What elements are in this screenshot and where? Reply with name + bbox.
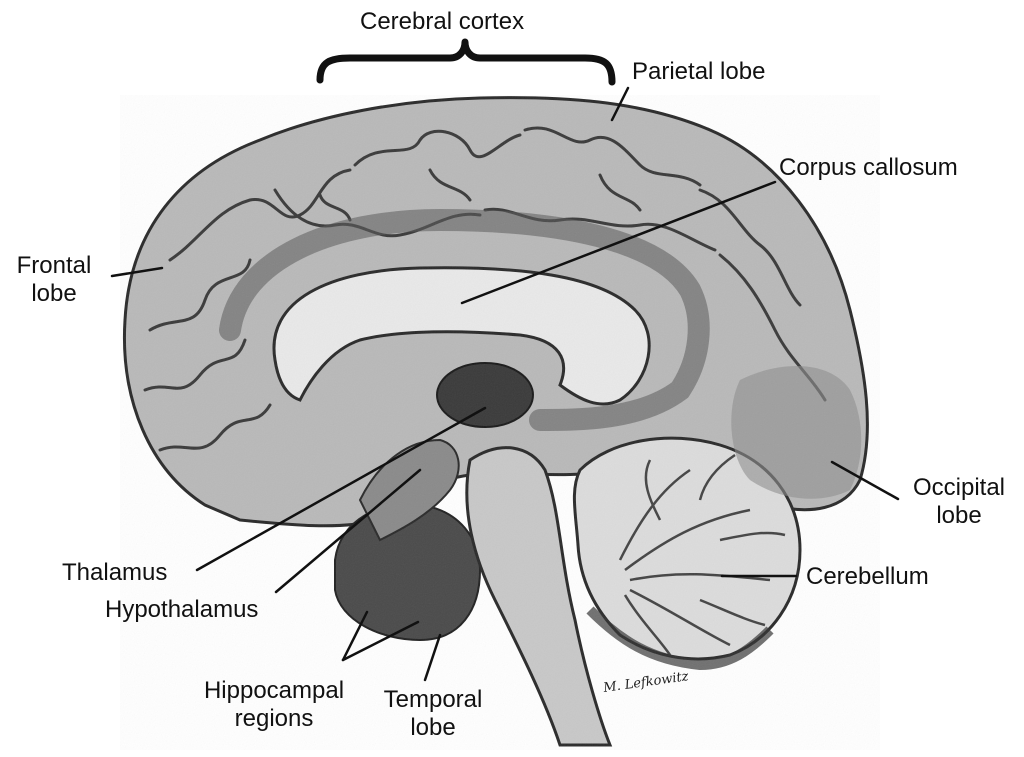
leader-lines — [110, 86, 900, 682]
leader-parietal — [610, 86, 630, 122]
label-hypothalamus: Hypothalamus — [105, 596, 259, 623]
label-occipital-lobe-line2: lobe — [936, 502, 982, 529]
label-frontal-lobe-line2: lobe — [31, 280, 77, 307]
label-temporal-lobe-line2: lobe — [410, 714, 456, 741]
label-hippocampal-regions: Hippocampal regions — [188, 677, 360, 733]
label-temporal-lobe-line1: Temporal — [383, 686, 483, 713]
label-occipital-lobe-line1: Occipital — [912, 474, 1006, 501]
leader-hippocampal-a — [341, 610, 369, 662]
label-parietal-lobe: Parietal lobe — [632, 58, 766, 85]
label-occipital-lobe: Occipital lobe — [900, 474, 1018, 530]
leader-temporal — [423, 633, 442, 682]
leader-frontal — [110, 266, 164, 278]
leader-hippocampal-b — [341, 620, 420, 662]
label-frontal-lobe: Frontal lobe — [6, 252, 102, 308]
label-frontal-lobe-line1: Frontal — [16, 252, 92, 279]
label-cerebral-cortex: Cerebral cortex — [360, 8, 525, 35]
label-hippocampal-line2: regions — [234, 705, 314, 732]
cerebral-cortex-brace — [316, 38, 616, 86]
leader-occipital — [830, 460, 900, 501]
label-thalamus: Thalamus — [62, 559, 168, 586]
label-corpus-callosum: Corpus callosum — [779, 154, 958, 181]
leader-corpus-callosum — [460, 180, 777, 305]
leader-thalamus — [195, 406, 487, 572]
label-temporal-lobe: Temporal lobe — [366, 686, 500, 742]
label-hippocampal-line1: Hippocampal — [203, 677, 345, 704]
label-cerebellum: Cerebellum — [806, 563, 929, 590]
leader-hypothalamus — [274, 468, 422, 594]
